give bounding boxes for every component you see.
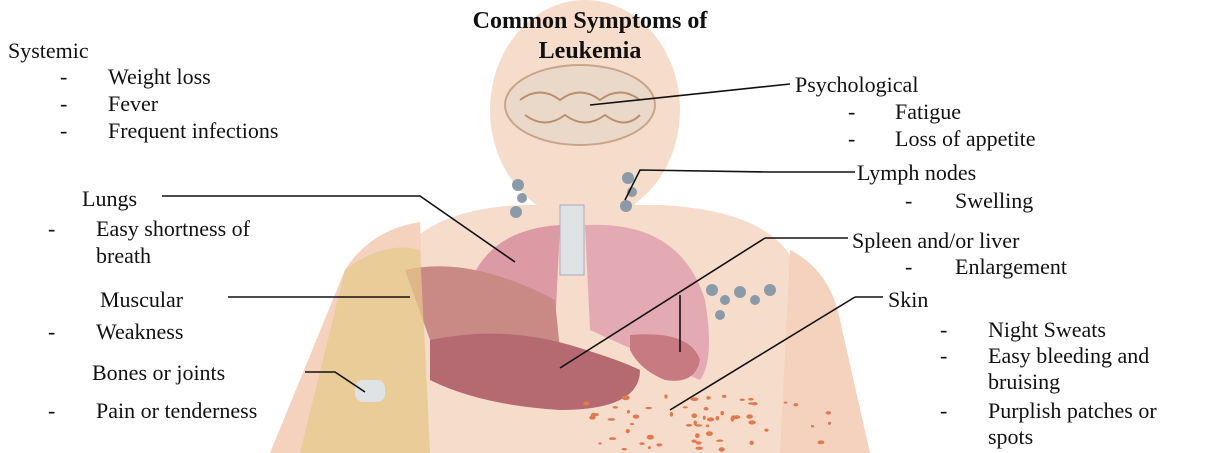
- skin-item: Night Sweats: [988, 317, 1106, 343]
- bones-joints-item: Pain or tenderness: [96, 398, 257, 424]
- dash: [940, 398, 947, 424]
- skin-spot: [591, 413, 596, 418]
- skin-spot: [784, 402, 788, 404]
- skin-spot: [764, 429, 768, 432]
- psychological-heading: Psychological: [795, 72, 918, 98]
- skin-spot: [598, 442, 601, 444]
- spleen-liver-heading: Spleen and/or liver: [852, 228, 1019, 254]
- skin-spot: [731, 417, 734, 422]
- skin-spot: [706, 424, 710, 427]
- skin-spot: [722, 395, 727, 398]
- skin-spot: [627, 410, 630, 414]
- skin-spot: [746, 414, 753, 418]
- skin-spot: [613, 406, 618, 408]
- dash: [48, 216, 55, 242]
- skin-spot: [826, 411, 831, 414]
- skin-spot: [664, 394, 667, 398]
- skin-spot: [647, 435, 654, 440]
- skin-spot: [691, 397, 699, 401]
- lungs-heading: Lungs: [82, 186, 137, 212]
- lymph-nodes-item: Swelling: [955, 188, 1033, 214]
- skin-spot: [706, 431, 713, 436]
- skin-heading: Skin: [888, 287, 928, 313]
- title-line-1: Common Symptoms of: [420, 6, 760, 36]
- skin-spot: [583, 401, 590, 405]
- skin-spot: [740, 399, 745, 401]
- systemic-item: Weight loss: [108, 64, 211, 90]
- skin-spot: [639, 442, 644, 445]
- dash: [48, 319, 55, 345]
- muscular-heading: Muscular: [100, 287, 183, 313]
- skin-spot: [707, 417, 714, 421]
- dash: [60, 118, 67, 144]
- dash: [848, 99, 855, 125]
- skin-spot: [828, 422, 831, 425]
- skin-spot: [748, 398, 753, 401]
- title-line-2: Leukemia: [420, 36, 760, 66]
- skin-spot: [608, 418, 616, 421]
- dash: [905, 188, 912, 214]
- skin-spot: [694, 421, 697, 426]
- skin-spot: [818, 440, 825, 444]
- skin-spot: [719, 447, 725, 451]
- skin-spot: [645, 407, 652, 409]
- lungs-item: breath: [96, 243, 151, 269]
- skin-spot: [656, 443, 662, 446]
- skin-spot: [633, 415, 639, 419]
- systemic-item: Fever: [108, 91, 158, 117]
- skin-spot: [750, 441, 754, 445]
- brain-icon: [505, 65, 655, 145]
- skin-spot: [720, 411, 724, 415]
- systemic-item: Frequent infections: [108, 118, 278, 144]
- psychological-item: Loss of appetite: [895, 126, 1036, 152]
- skin-spot: [716, 416, 720, 421]
- skin-spot: [622, 448, 627, 451]
- skin-spot: [695, 433, 700, 438]
- dash: [60, 91, 67, 117]
- lungs-item: Easy shortness of: [96, 216, 250, 242]
- spleen-liver-item: Enlargement: [955, 254, 1067, 280]
- skin-item: spots: [988, 424, 1033, 450]
- skin-spot: [748, 420, 756, 424]
- skin-spot: [748, 402, 754, 405]
- skin-spot: [706, 396, 710, 399]
- skin-item: Easy bleeding and: [988, 343, 1149, 369]
- skin-spot: [670, 412, 673, 417]
- skin-item: Purplish patches or: [988, 398, 1157, 424]
- skin-spot: [695, 447, 702, 450]
- skin-spot: [630, 423, 635, 425]
- dash: [940, 317, 947, 343]
- skin-spot: [793, 403, 798, 406]
- dash: [848, 126, 855, 152]
- skin-spot: [695, 424, 703, 426]
- skin-spot: [716, 439, 723, 441]
- skin-spot: [811, 425, 814, 427]
- trachea-icon: [560, 205, 584, 275]
- skin-spot: [609, 437, 616, 440]
- skin-spot: [686, 424, 692, 427]
- muscular-item: Weakness: [96, 319, 183, 345]
- dash: [48, 398, 55, 424]
- skin-spot: [622, 396, 625, 398]
- skin-spot: [626, 429, 630, 433]
- skin-spot: [683, 406, 688, 408]
- skin-spot: [648, 446, 651, 449]
- psychological-item: Fatigue: [895, 99, 961, 125]
- dash: [940, 343, 947, 369]
- systemic-heading: Systemic: [8, 38, 89, 64]
- skin-item: bruising: [988, 369, 1060, 395]
- bones-joints-heading: Bones or joints: [92, 360, 225, 386]
- skin-spot: [691, 413, 697, 418]
- skin-spot: [733, 415, 740, 419]
- lymph-nodes-heading: Lymph nodes: [857, 160, 976, 186]
- skin-spot: [704, 407, 709, 411]
- dash: [905, 254, 912, 280]
- dash: [60, 64, 67, 90]
- skin-spot: [696, 441, 702, 444]
- diagram-title: Common Symptoms of Leukemia: [420, 6, 760, 66]
- skin-spot: [703, 416, 706, 420]
